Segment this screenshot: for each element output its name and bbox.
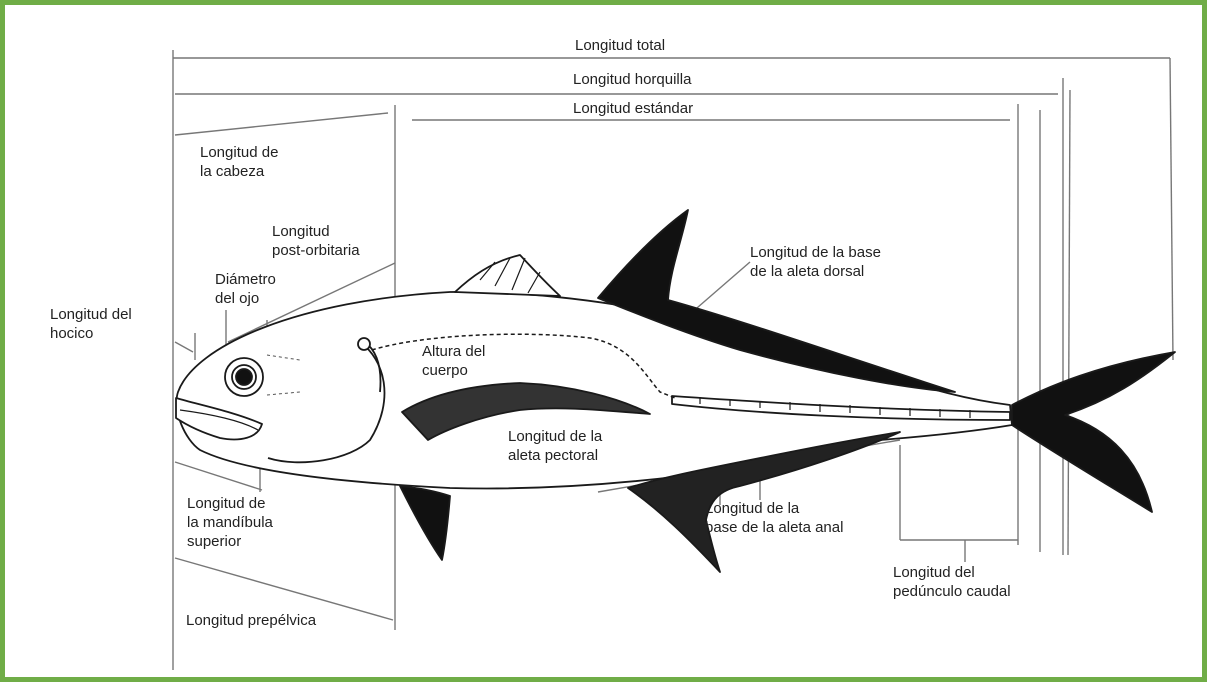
total-length-right-tick (1170, 58, 1173, 360)
label-postorbital-line2: post-orbitaria (272, 242, 360, 259)
first-dorsal-fin (455, 255, 560, 296)
snout-line-1 (175, 342, 193, 352)
label-snout-line1: Longitud del (50, 306, 132, 323)
label-snout-length: Longitud del hocico (50, 305, 132, 343)
label-standard-length: Longitud estándar (573, 99, 693, 118)
label-prepelvic-length: Longitud prepélvica (186, 611, 316, 630)
label-body-depth-line1: Altura del (422, 343, 485, 360)
pelvic-fin (400, 486, 450, 560)
label-upper-jaw-length: Longitud de la mandíbula superior (187, 494, 273, 551)
fork-length-right-tick-2 (1068, 90, 1070, 555)
label-anal-fin-base: Longitud de la base de la aleta anal (705, 499, 843, 537)
label-dorsal-base-line2: de la aleta dorsal (750, 263, 864, 280)
label-pectoral-line1: Longitud de la (508, 428, 602, 445)
label-dorsal-base: Longitud de la base de la aleta dorsal (750, 243, 881, 281)
label-pectoral-line2: aleta pectoral (508, 447, 598, 464)
caudal-fin (1012, 352, 1175, 512)
label-jaw-line1: Longitud de (187, 495, 265, 512)
label-body-depth-line2: cuerpo (422, 362, 468, 379)
label-snout-line2: hocico (50, 325, 93, 342)
label-eye-line2: del ojo (215, 290, 259, 307)
label-peduncle-line2: pedúnculo caudal (893, 583, 1011, 600)
label-dorsal-base-line1: Longitud de la base (750, 244, 881, 261)
head-length-line (175, 113, 388, 135)
label-anal-base-line1: Longitud de la (705, 500, 799, 517)
label-postorbital-line1: Longitud (272, 223, 330, 240)
label-pectoral-length: Longitud de la aleta pectoral (508, 427, 602, 465)
label-anal-base-line2: base de la aleta anal (705, 519, 843, 536)
label-eye-line1: Diámetro (215, 271, 276, 288)
label-caudal-peduncle: Longitud del pedúnculo caudal (893, 563, 1011, 601)
fish-drawing (176, 210, 1175, 572)
label-head-length-line2: la cabeza (200, 163, 264, 180)
opercle-spot (358, 338, 370, 350)
label-head-length: Longitud de la cabeza (200, 143, 278, 181)
label-peduncle-line1: Longitud del (893, 564, 975, 581)
label-jaw-line2: la mandíbula (187, 514, 273, 531)
label-fork-length: Longitud horquilla (573, 70, 691, 89)
fish-pupil (236, 369, 252, 385)
label-total-length: Longitud total (575, 36, 665, 55)
label-head-length-line1: Longitud de (200, 144, 278, 161)
label-postorbital-length: Longitud post-orbitaria (272, 222, 360, 260)
label-jaw-line3: superior (187, 533, 241, 550)
label-body-depth: Altura del cuerpo (422, 342, 485, 380)
label-eye-diameter: Diámetro del ojo (215, 270, 276, 308)
